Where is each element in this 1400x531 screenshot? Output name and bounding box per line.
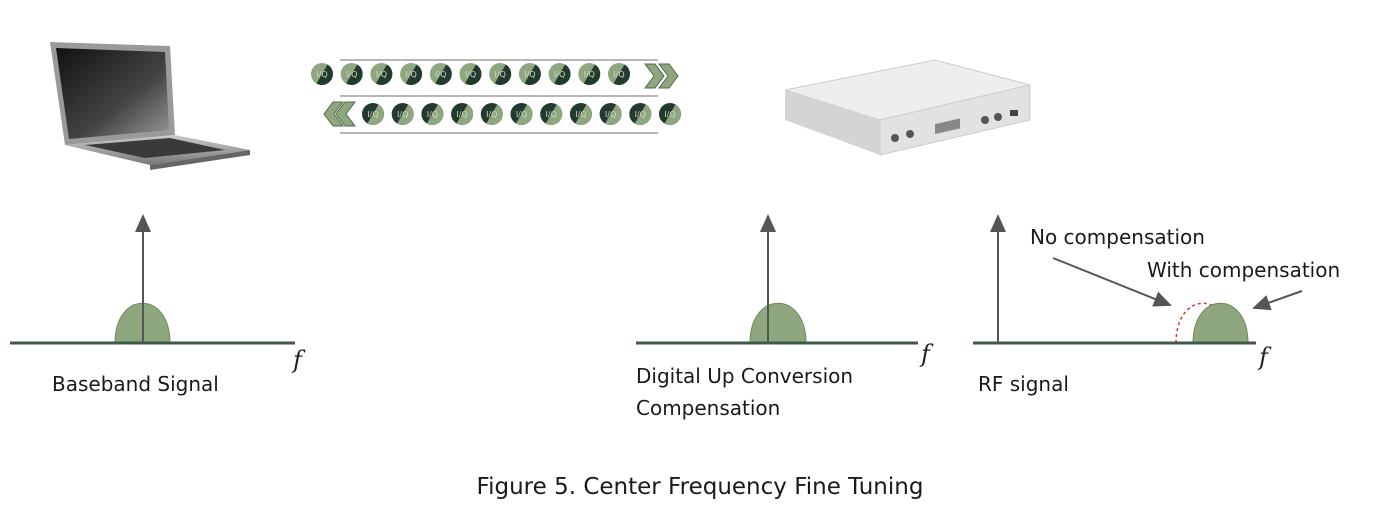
- iq-symbol: I/Q: [391, 103, 414, 125]
- iq-symbol: I/Q: [362, 103, 384, 125]
- svg-text:I/Q: I/Q: [397, 110, 408, 119]
- svg-text:I/Q: I/Q: [546, 110, 557, 119]
- iq-symbol: I/Q: [599, 103, 622, 125]
- baseband-spectrum: [10, 214, 295, 345]
- svg-text:I/Q: I/Q: [575, 110, 586, 119]
- iq-symbol: I/Q: [480, 103, 503, 125]
- iq-symbol: I/Q: [429, 63, 452, 85]
- svg-text:I/Q: I/Q: [664, 110, 675, 119]
- iq-stream: I/Q I/Q I/Q I/Q I/Q I/Q I/Q I/Q I/Q I/Q I/Q I/Q I/Q I…: [311, 59, 681, 134]
- svg-text:I/Q: I/Q: [635, 110, 646, 119]
- iq-symbol: I/Q: [569, 103, 592, 125]
- with-compensation-label: With compensation: [1147, 258, 1341, 282]
- iq-symbol: I/Q: [659, 103, 681, 125]
- svg-text:I/Q: I/Q: [584, 70, 595, 79]
- iq-symbol: I/Q: [421, 103, 444, 125]
- svg-text:I/Q: I/Q: [516, 110, 527, 119]
- svg-text:I/Q: I/Q: [524, 70, 535, 79]
- svg-text:I/Q: I/Q: [495, 70, 506, 79]
- iq-symbol: I/Q: [540, 103, 563, 125]
- iq-symbol: I/Q: [459, 63, 482, 85]
- duc-label-line1: Digital Up Conversion: [636, 364, 854, 388]
- iq-symbol: I/Q: [578, 63, 601, 85]
- sdr-device-icon: [784, 59, 1031, 156]
- chevron-right-icon: [644, 63, 679, 89]
- svg-text:I/Q: I/Q: [613, 70, 624, 79]
- iq-symbol: I/Q: [510, 103, 533, 125]
- svg-text:I/Q: I/Q: [376, 70, 387, 79]
- iq-symbol: I/Q: [608, 63, 630, 85]
- iq-symbol: I/Q: [518, 63, 541, 85]
- figure-caption: Figure 5. Center Frequency Fine Tuning: [476, 474, 924, 500]
- duc-label-line2: Compensation: [636, 396, 781, 420]
- svg-text:I/Q: I/Q: [554, 70, 565, 79]
- no-comp-pointer-arrow: [1052, 257, 1172, 307]
- iq-symbol: I/Q: [548, 63, 571, 85]
- iq-symbol: I/Q: [311, 63, 333, 85]
- svg-text:I/Q: I/Q: [316, 70, 327, 79]
- freq-axis-label: f: [1259, 343, 1268, 371]
- laptop-icon: [50, 42, 250, 170]
- svg-text:I/Q: I/Q: [367, 110, 378, 119]
- svg-text:I/Q: I/Q: [435, 70, 446, 79]
- baseband-label: Baseband Signal: [52, 372, 219, 396]
- svg-text:I/Q: I/Q: [465, 70, 476, 79]
- iq-symbol: I/Q: [400, 63, 423, 85]
- rf-label: RF signal: [978, 372, 1069, 396]
- svg-text:I/Q: I/Q: [427, 110, 438, 119]
- iq-symbol: I/Q: [340, 63, 363, 85]
- freq-axis-label: f: [293, 346, 302, 374]
- chevron-left-icon: [323, 101, 356, 127]
- duc-spectrum: [636, 214, 918, 345]
- svg-text:I/Q: I/Q: [456, 110, 467, 119]
- svg-text:I/Q: I/Q: [486, 110, 497, 119]
- iq-symbol: I/Q: [370, 63, 393, 85]
- svg-text:I/Q: I/Q: [405, 70, 416, 79]
- freq-axis-label: f: [921, 340, 930, 368]
- iq-symbol: I/Q: [489, 63, 512, 85]
- rf-spectrum: [973, 214, 1303, 345]
- with-comp-pointer-arrow: [1252, 290, 1303, 311]
- svg-text:I/Q: I/Q: [346, 70, 357, 79]
- iq-symbol: I/Q: [629, 103, 652, 125]
- iq-symbol: I/Q: [451, 103, 474, 125]
- svg-text:I/Q: I/Q: [605, 110, 616, 119]
- compensated-signal: [1192, 302, 1249, 344]
- no-compensation-label: No compensation: [1030, 225, 1205, 249]
